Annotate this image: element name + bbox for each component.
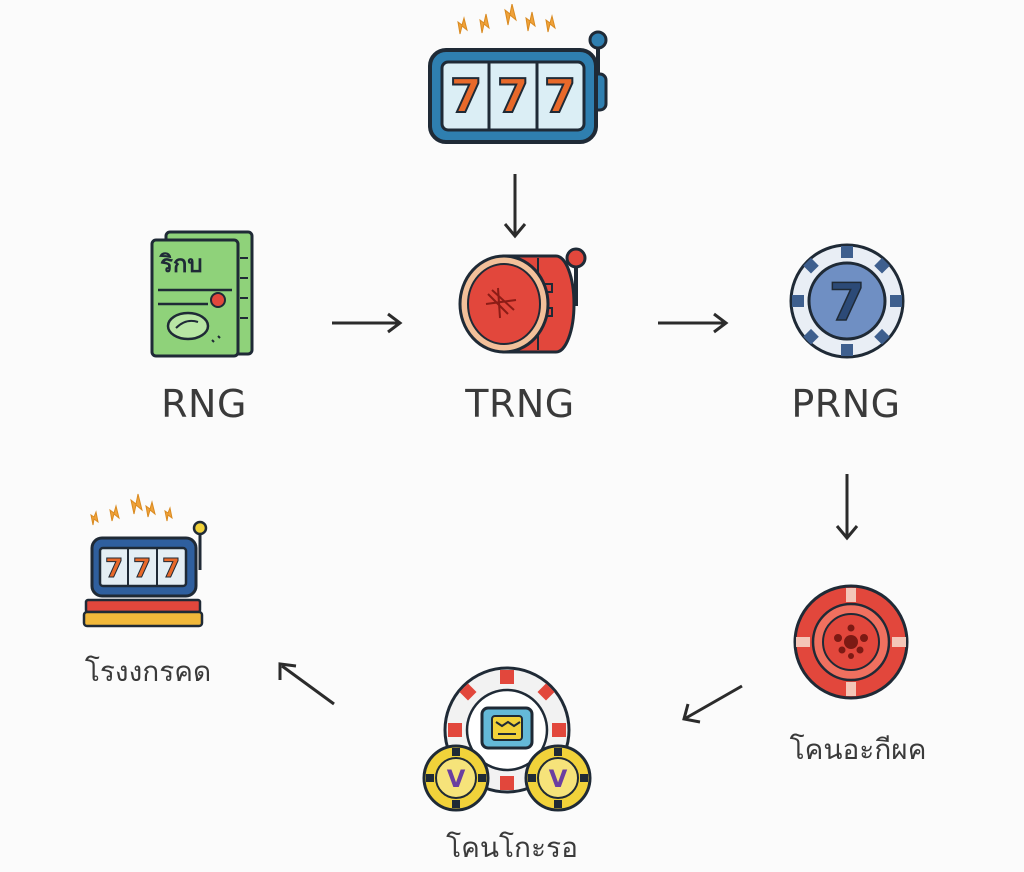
reel-7: 7 bbox=[497, 69, 529, 123]
small-chip-text: V bbox=[549, 765, 568, 793]
slot-machine-label: โรงงกรคด bbox=[84, 655, 212, 688]
reel-7: 7 bbox=[133, 554, 151, 584]
trng-drum-icon bbox=[458, 247, 587, 354]
reel-7: 7 bbox=[105, 554, 123, 584]
arrow-trng-to-prng bbox=[658, 312, 729, 334]
arrow-cluster-to-slot bbox=[278, 662, 335, 706]
arrow-rng-to-trng bbox=[332, 312, 403, 334]
ticket-text: ริกบ bbox=[159, 250, 203, 278]
red-chip-icon bbox=[793, 584, 909, 700]
rng-ticket-icon: ริกบ bbox=[150, 230, 254, 358]
chip-cluster-icon: V V bbox=[422, 666, 592, 812]
prng-label: PRNG bbox=[791, 382, 901, 426]
prng-chip-icon: 7 bbox=[789, 243, 905, 359]
chip-cluster-label: โคนโกะรอ bbox=[446, 831, 578, 864]
reel-7: 7 bbox=[450, 69, 482, 123]
slot-machine-icon-top: 7 7 7 bbox=[428, 4, 608, 144]
reel-7: 7 bbox=[162, 554, 180, 584]
arrow-slot-to-trng bbox=[503, 174, 527, 239]
small-chip-text: V bbox=[447, 765, 466, 793]
red-chip-label: โคนอะกีผค bbox=[789, 733, 927, 766]
sparkle-icon bbox=[90, 493, 173, 526]
arrow-prng-to-red-chip bbox=[835, 474, 859, 541]
reel-7: 7 bbox=[544, 69, 576, 123]
chip-number: 7 bbox=[829, 273, 865, 333]
trng-label: TRNG bbox=[465, 382, 575, 426]
sparkle-icon bbox=[457, 4, 556, 35]
slot-machine-icon-left: 7 7 7 bbox=[82, 493, 208, 628]
rng-label: RNG bbox=[161, 382, 247, 426]
arrow-red-chip-to-cluster bbox=[682, 684, 743, 724]
